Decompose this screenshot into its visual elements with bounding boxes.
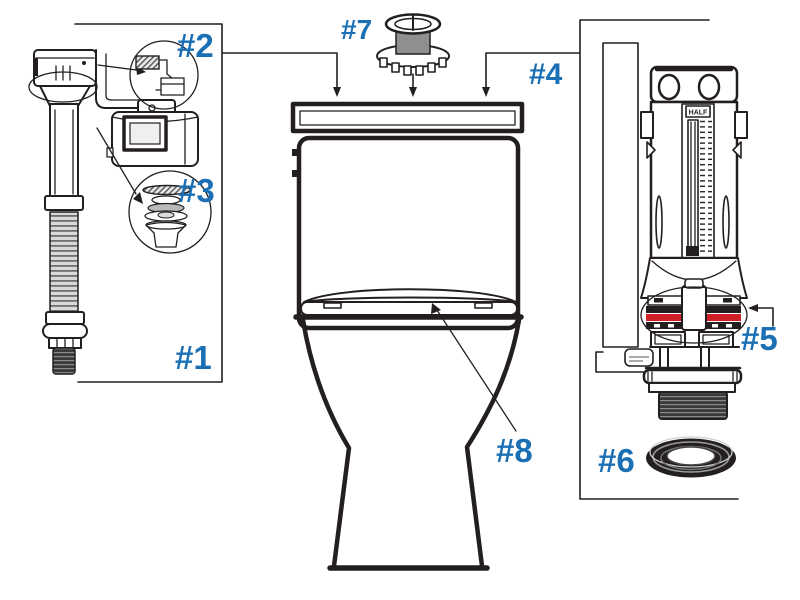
flush-valve-assembly: HALF (595, 42, 774, 420)
flush-button-part (376, 13, 450, 76)
adjustment-scale-ticks (700, 120, 712, 252)
highlight-ellipse (640, 286, 748, 344)
bowl-left-edge (300, 317, 352, 569)
toilet-outline (290, 52, 581, 571)
part-label-7: #7 (341, 14, 372, 45)
part-label-3: #3 (178, 172, 215, 209)
bowl-right-edge (464, 317, 522, 569)
threaded-inlet (52, 347, 76, 375)
part-label-2: #2 (177, 27, 214, 64)
pointer-line-3 (96, 127, 137, 195)
connector-line-right (485, 52, 581, 89)
detail-circle-seal-kit (128, 170, 212, 254)
detail-circle-valve-top (129, 40, 199, 110)
arrow-up-left-icon (431, 303, 441, 314)
arrow-left-icon (748, 304, 758, 312)
pointer-line-2 (97, 64, 137, 71)
float-cup (106, 111, 199, 167)
ribbed-shank (49, 211, 79, 313)
fill-valve-callout-box (74, 23, 341, 383)
flush-piston (681, 285, 707, 331)
arrow-down-icon (409, 87, 417, 97)
tank-gasket-part (646, 436, 736, 478)
flush-valve-callout-box (579, 19, 739, 500)
part-label-4: #4 (529, 58, 563, 91)
highlight-ellipse (28, 71, 98, 103)
part-label-1: #1 (175, 339, 212, 376)
tank-lid (290, 101, 525, 134)
connector-line-left (221, 52, 338, 89)
arrow-down-icon (333, 87, 341, 97)
part-label-5: #5 (741, 320, 778, 357)
seat-lid (303, 288, 517, 303)
threaded-outlet (658, 391, 728, 420)
brand-stamp (624, 348, 654, 367)
scale-slider (686, 246, 699, 256)
pointer-line-8 (434, 306, 517, 432)
pointer-line-5 (752, 307, 774, 327)
part-label-8: #8 (496, 432, 533, 469)
scale-half-label: HALF (689, 110, 708, 117)
fill-valve-assembly (28, 49, 199, 375)
part-label-6: #6 (598, 442, 635, 479)
tank (296, 135, 521, 331)
arrow-down-right-icon (133, 192, 143, 204)
overflow-tube (602, 42, 639, 348)
arrow-down-icon (482, 87, 490, 97)
